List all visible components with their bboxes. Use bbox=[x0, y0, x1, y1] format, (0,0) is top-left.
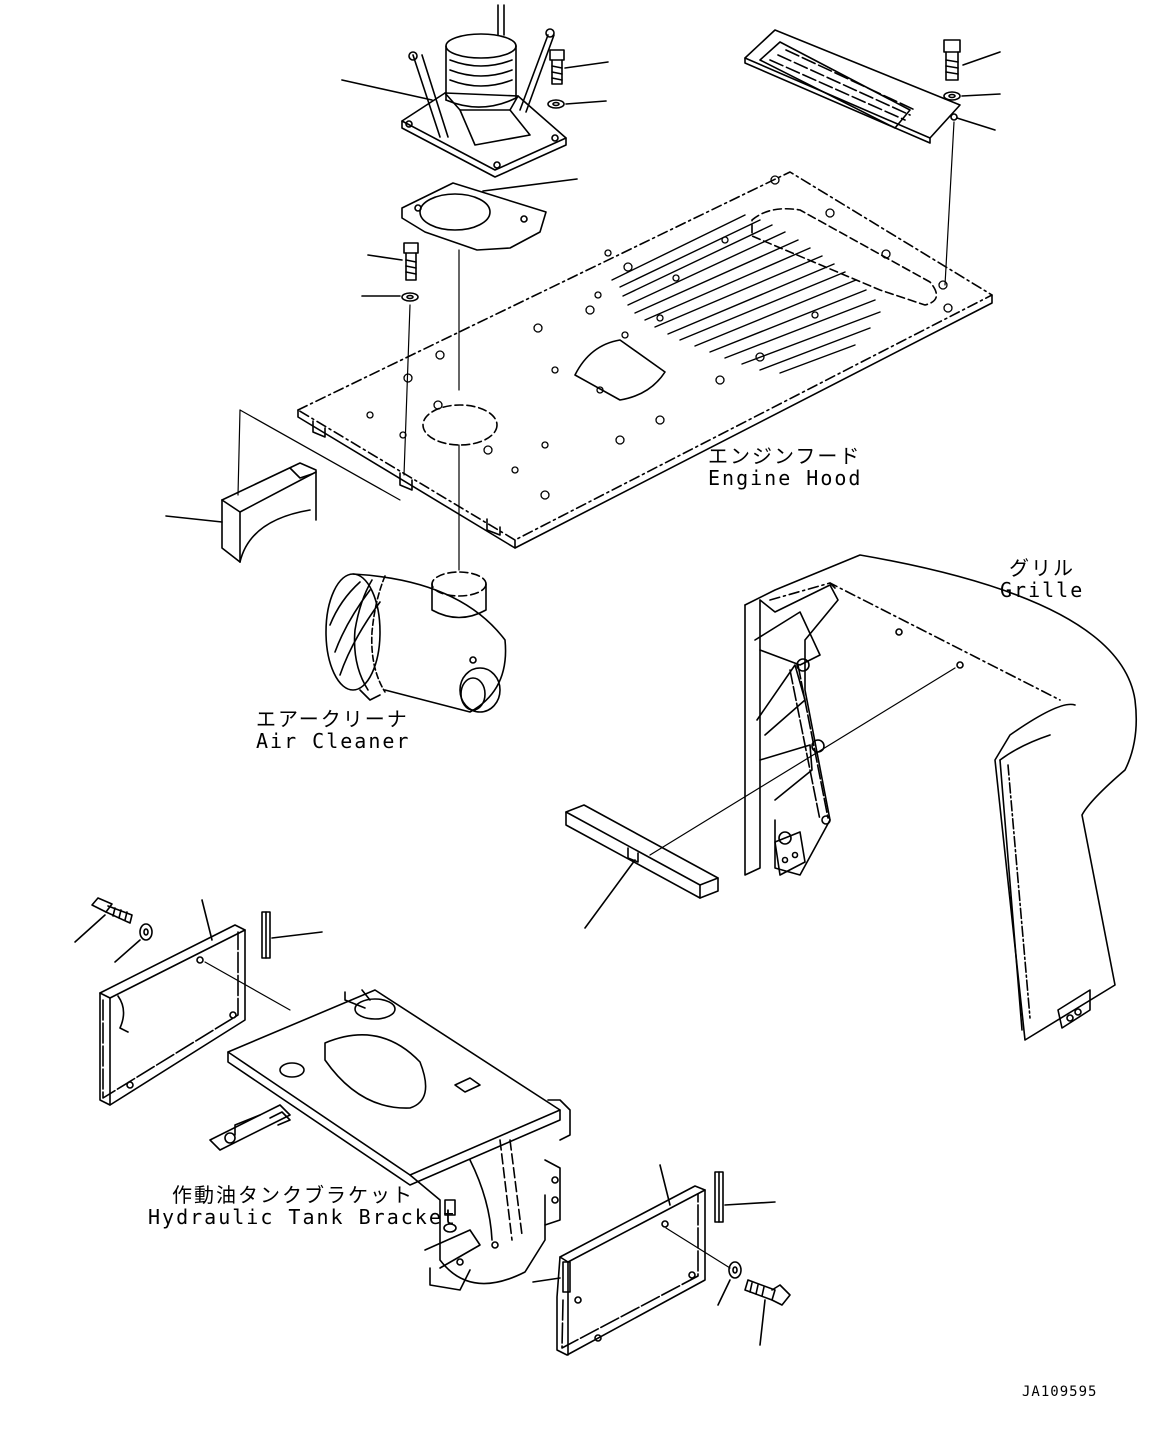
hydraulic-tank-bracket-label-en: Hydraulic Tank Bracket bbox=[148, 1205, 457, 1229]
air-cleaner-label-en: Air Cleaner bbox=[256, 729, 411, 753]
right-bolt bbox=[718, 1262, 790, 1345]
duct-bolt bbox=[548, 50, 608, 108]
engine-hood-label-jp: エンジンフード bbox=[708, 444, 862, 468]
engine-hood-label: エンジンフード Engine Hood bbox=[708, 444, 863, 490]
grille-panel bbox=[745, 555, 1136, 1040]
cover-bolt bbox=[944, 40, 1000, 100]
air-cleaner bbox=[326, 572, 506, 712]
right-seal-strips bbox=[533, 1172, 775, 1292]
left-bolt bbox=[75, 898, 152, 962]
air-cleaner-label: エアークリーナ Air Cleaner bbox=[256, 707, 411, 753]
intake-duct-assembly bbox=[342, 5, 577, 250]
hydraulic-tank-bracket-label: 作動油タンクブラケット Hydraulic Tank Bracket bbox=[148, 1183, 457, 1229]
engine-hood-label-en: Engine Hood bbox=[708, 466, 863, 490]
grille-label: グリル Grille bbox=[1000, 557, 1084, 601]
hood-bolt bbox=[362, 243, 418, 475]
left-seal-strip bbox=[262, 912, 322, 958]
hood-bracket bbox=[166, 410, 400, 562]
left-cover-panel bbox=[100, 900, 290, 1105]
air-cleaner-label-jp: エアークリーナ bbox=[256, 707, 409, 731]
grille-cover-plate bbox=[745, 30, 995, 285]
right-cover-panel bbox=[557, 1165, 730, 1355]
hydraulic-tank-bracket bbox=[210, 990, 570, 1290]
grille-label-en: Grille bbox=[1000, 578, 1085, 602]
hydraulic-tank-bracket-label-jp: 作動油タンクブラケット bbox=[172, 1183, 414, 1207]
grille-label-jp: グリル bbox=[1009, 556, 1075, 580]
drawing-code: JA109595 bbox=[1022, 1384, 1098, 1400]
engine-hood bbox=[298, 172, 992, 548]
seal-block bbox=[566, 668, 955, 928]
